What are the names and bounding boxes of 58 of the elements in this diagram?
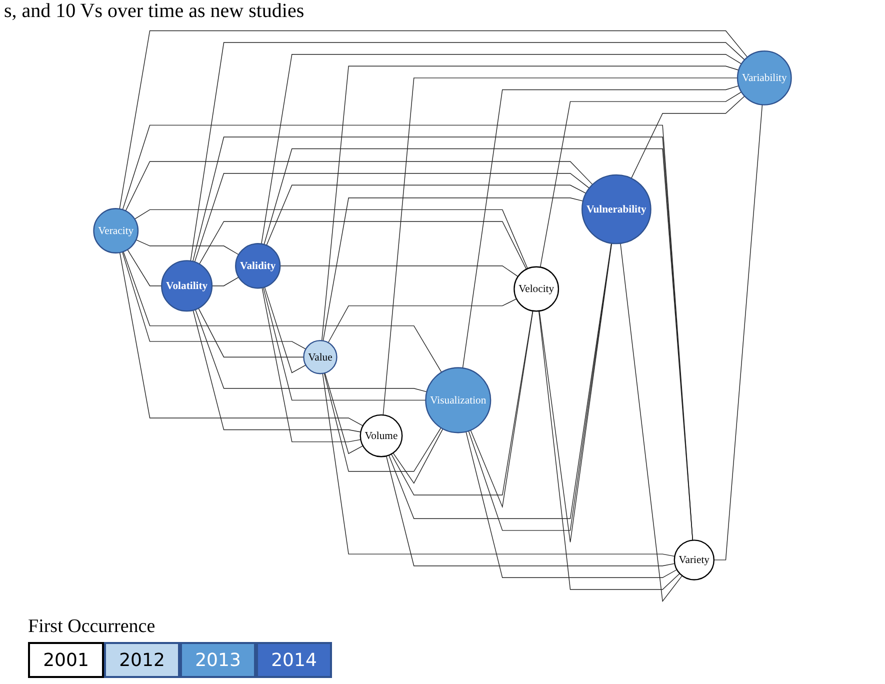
connector — [266, 184, 586, 246]
connector — [199, 221, 527, 270]
connector — [392, 428, 444, 484]
node-circle: Variability — [736, 50, 792, 106]
connector — [212, 276, 240, 286]
cut-off-text: s, and 10 Vs over time as new studies — [4, 0, 304, 22]
connector — [470, 310, 534, 508]
connector — [324, 372, 364, 454]
connector — [466, 431, 678, 578]
connector — [262, 287, 426, 401]
connector — [198, 308, 304, 358]
node-circle: Validity — [235, 243, 281, 289]
node-circle: Veracity — [93, 208, 139, 254]
connector — [388, 242, 612, 519]
connector — [194, 172, 590, 262]
connector — [122, 251, 442, 373]
connector — [386, 456, 676, 566]
connector — [122, 252, 306, 350]
connector — [119, 252, 364, 426]
connector — [195, 309, 428, 392]
connector — [714, 104, 763, 560]
connector — [322, 373, 676, 557]
legend-swatch: 2012 — [104, 642, 180, 678]
node-circle: Value — [303, 340, 338, 374]
connector — [134, 209, 528, 269]
connector — [264, 148, 693, 541]
connector — [190, 42, 745, 262]
connector — [125, 161, 593, 212]
connector — [462, 85, 740, 368]
connector — [538, 310, 680, 590]
connector — [328, 298, 517, 343]
connector — [280, 266, 518, 277]
connector — [540, 92, 742, 268]
connector — [262, 287, 362, 442]
connector — [322, 198, 584, 342]
node-circle: Variety — [674, 540, 715, 580]
connector — [382, 78, 738, 416]
legend-title: First Occurrence — [28, 616, 156, 638]
connector — [264, 286, 306, 374]
node-circle: Visualization — [425, 367, 492, 434]
connector — [127, 249, 162, 286]
connector — [136, 239, 240, 255]
node-circle: Velocity — [514, 266, 560, 312]
legend-swatch: 2013 — [180, 642, 256, 678]
legend-swatch: 2001 — [28, 642, 104, 678]
node-circle: Volume — [360, 414, 403, 458]
node-circle: Vulnerability — [582, 174, 652, 244]
connector — [630, 96, 745, 179]
legend-swatch: 2014 — [256, 642, 332, 678]
connector — [192, 310, 362, 432]
connector — [324, 372, 442, 472]
connector — [538, 242, 612, 543]
connector — [119, 30, 748, 210]
connector — [620, 243, 682, 602]
connector — [390, 310, 534, 496]
connector — [261, 54, 742, 244]
connector — [321, 66, 740, 341]
node-circle: Volatility — [161, 260, 213, 312]
